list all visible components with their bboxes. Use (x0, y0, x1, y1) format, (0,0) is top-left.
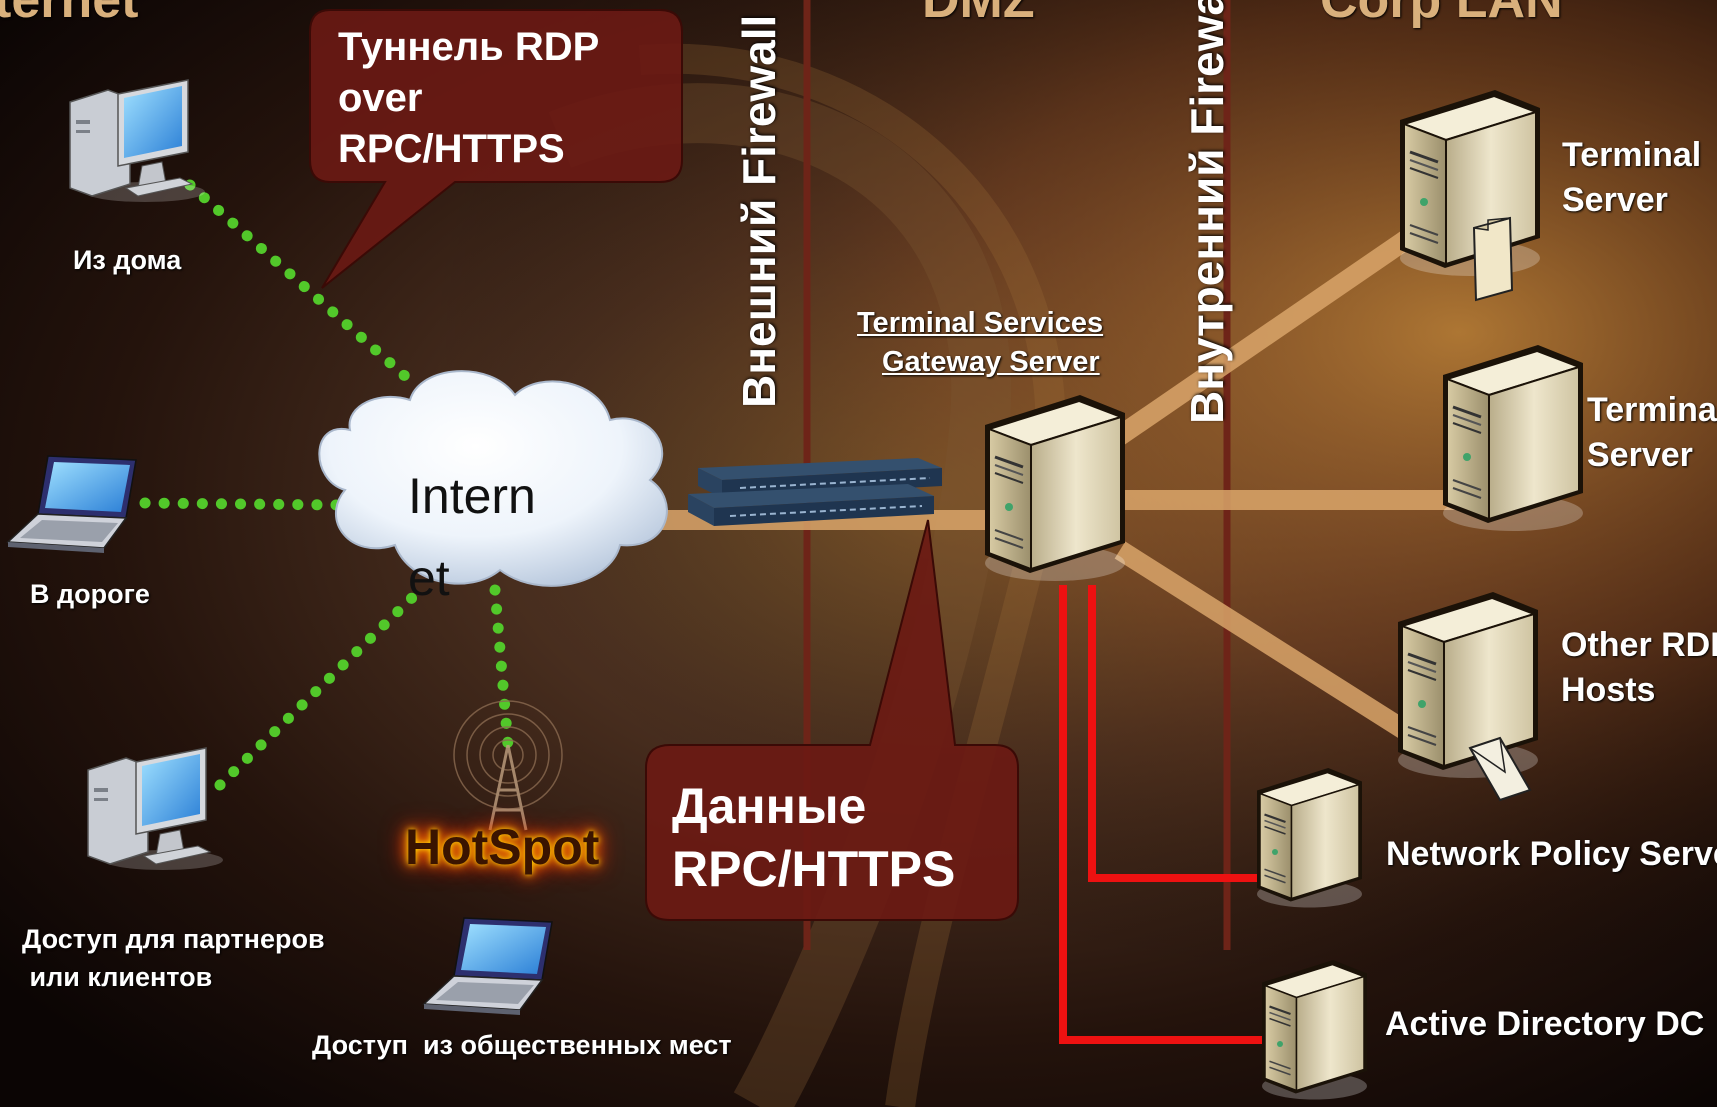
dotted-links (139, 179, 514, 791)
home-label: Из дома (73, 245, 182, 275)
terminal-server-1-label-line1: Terminal (1562, 136, 1702, 174)
other-rdp-label-line2: Hosts (1561, 671, 1656, 709)
link-beams (620, 221, 1460, 749)
active-directory-dc-label: Active Directory DC (1385, 1005, 1705, 1043)
partner-desktop-icon (87, 747, 224, 871)
other-rdp-hosts-icon (1396, 590, 1540, 780)
tunnel-callout (309, 9, 683, 289)
partners-label-line1: Доступ для партнеров (22, 924, 325, 954)
network-policy-server-label: Network Policy Server (1386, 835, 1717, 873)
internet-cloud (318, 370, 668, 587)
terminal-server-1-label-line2: Server (1562, 181, 1668, 219)
red-links (1059, 585, 1265, 1044)
envelope-icon (1468, 736, 1532, 802)
partners-label-line2: или клиентов (22, 962, 213, 992)
zone-dmz-label: DMZ (922, 0, 1035, 29)
data-callout-text: Данные RPC/HTTPS (672, 778, 956, 897)
gateway-server-icon (983, 393, 1127, 583)
router-switch (688, 458, 942, 526)
other-rdp-label-line1: Other RDP (1561, 626, 1717, 664)
hotspot-antenna (453, 700, 563, 831)
gateway-label-line2: Gateway Server (882, 346, 1100, 378)
hotspot-label: HotSpot (405, 819, 600, 875)
public-access-label: Доступ из общественных мест (312, 1030, 732, 1060)
internet-cloud-label: Intern et (408, 468, 536, 606)
terminal-server-1-icon (1398, 88, 1542, 278)
external-firewall-label: Внешний Firewall (733, 14, 785, 408)
gateway-label-line1: Terminal Services (857, 307, 1104, 339)
terminal-server-2-icon (1441, 343, 1585, 533)
tunnel-callout-text: Туннель RDP over RPC/HTTPS (338, 25, 600, 171)
network-policy-server-icon (1255, 766, 1364, 909)
terminal-server-2-label-line1: Terminal (1587, 391, 1717, 429)
zone-internet-label: ternet (0, 0, 139, 29)
internal-firewall-label: Внутренний Firewall (1181, 0, 1233, 424)
terminal-server-2-label-line2: Server (1587, 436, 1693, 474)
data-callout (645, 519, 1019, 921)
zone-corp-lan-label: Corp LAN (1320, 0, 1563, 29)
road-label: В дороге (30, 579, 150, 609)
home-desktop-icon (69, 79, 206, 203)
active-directory-dc-icon (1260, 958, 1369, 1101)
document-icon (1472, 216, 1514, 302)
